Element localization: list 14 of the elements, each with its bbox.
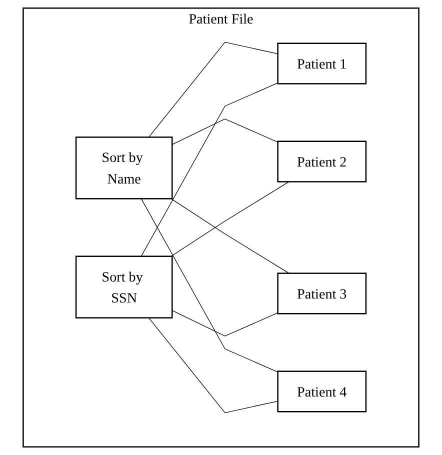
connector xyxy=(172,310,278,336)
node-box: Patient 2 xyxy=(277,140,367,182)
node-box: Patient 1 xyxy=(277,42,367,84)
connector xyxy=(170,181,290,257)
connector xyxy=(170,198,290,274)
connector xyxy=(140,198,278,372)
node-box: Sort by SSN xyxy=(75,256,173,318)
connector xyxy=(148,318,278,414)
connector xyxy=(148,42,278,138)
node-box: Patient 3 xyxy=(277,272,367,314)
node-box: Sort by Name xyxy=(75,136,173,200)
connector xyxy=(140,82,278,257)
node-box: Patient 4 xyxy=(277,370,367,412)
connector xyxy=(172,118,278,145)
